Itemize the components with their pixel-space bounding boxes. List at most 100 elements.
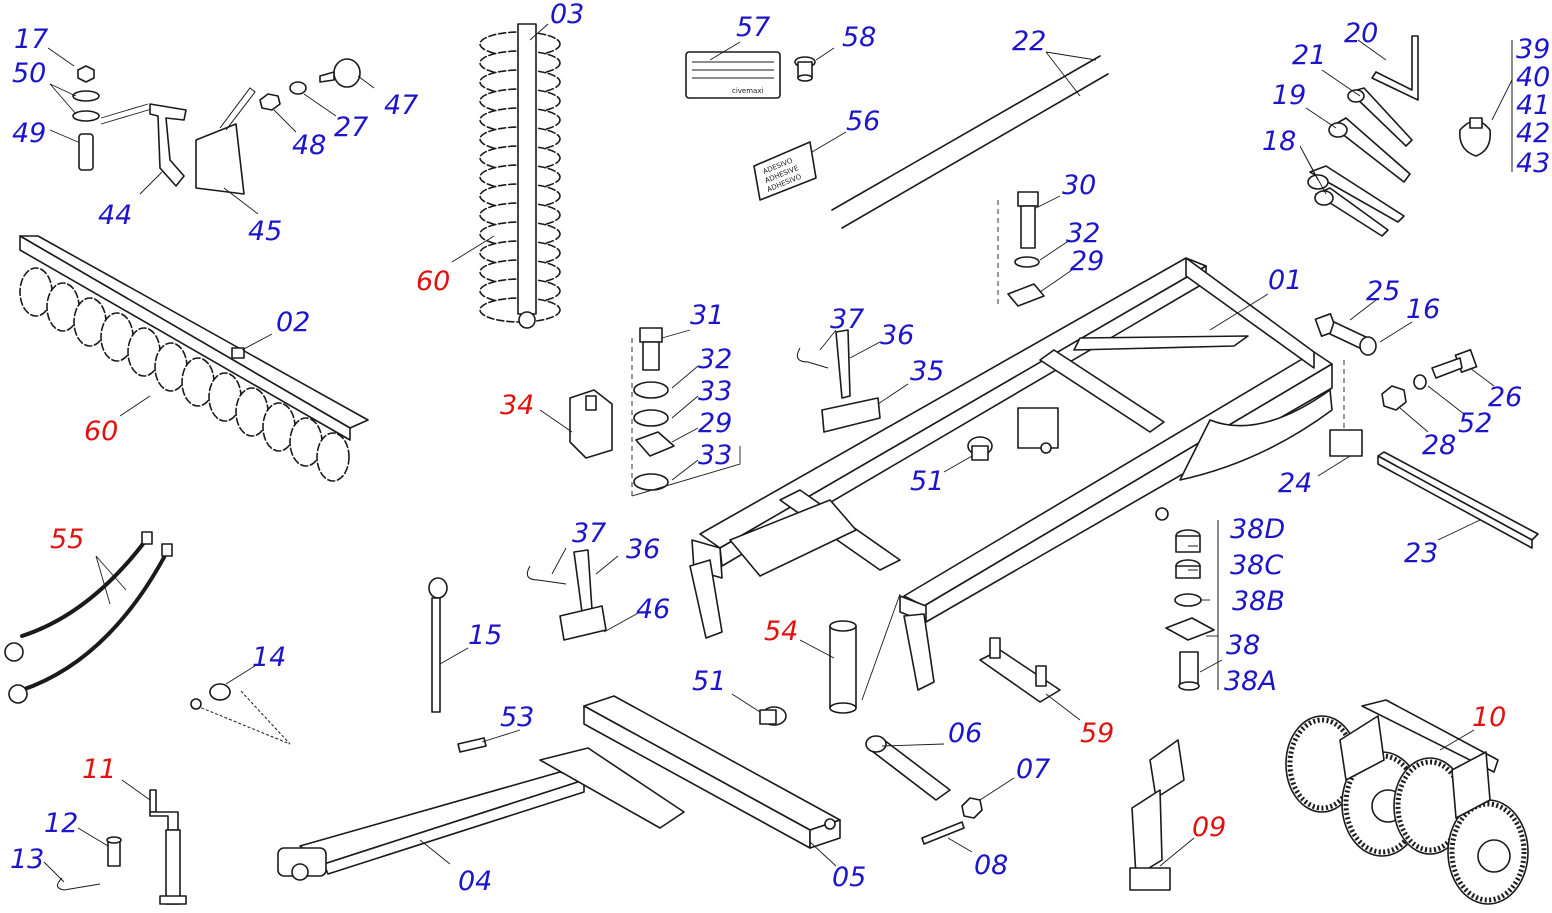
label-26: 26 xyxy=(1488,382,1522,413)
label-18: 18 xyxy=(1262,126,1296,157)
label-32-upper: 32 xyxy=(1066,218,1100,249)
label-58: 58 xyxy=(842,22,876,53)
hydraulic-hoses xyxy=(4,531,173,704)
label-59: 59 xyxy=(1080,718,1114,749)
label-35: 35 xyxy=(910,356,944,387)
label-11: 11 xyxy=(82,754,116,785)
frame-bolt-stack xyxy=(997,191,1045,307)
plate-logo-text: civemaxi xyxy=(732,87,763,95)
nut-washer-bolt-set xyxy=(72,65,156,171)
label-56: 56 xyxy=(846,106,880,137)
label-02: 02 xyxy=(276,307,310,338)
label-48: 48 xyxy=(292,130,326,161)
disc-gang xyxy=(19,235,369,482)
grease-fitting-upper xyxy=(967,436,993,461)
label-30: 30 xyxy=(1062,170,1096,201)
jack-stand xyxy=(57,789,187,905)
label-37-upper: 37 xyxy=(830,304,864,335)
label-36-lower: 36 xyxy=(626,534,660,565)
notched-disc xyxy=(316,432,350,482)
label-52: 52 xyxy=(1458,408,1492,439)
hose-clamp xyxy=(1459,40,1513,172)
label-19: 19 xyxy=(1272,80,1306,111)
wheel-spindle-stack xyxy=(1165,520,1219,691)
leader-lines xyxy=(43,23,1513,883)
part-labels: 01 02 03 04 05 06 07 08 09 10 11 12 13 1… xyxy=(10,0,1550,897)
label-20: 20 xyxy=(1344,18,1378,49)
label-32-lower: 32 xyxy=(698,344,732,375)
label-41: 41 xyxy=(1516,90,1550,121)
label-38b: 38B xyxy=(1232,586,1285,617)
safety-chain xyxy=(190,683,291,745)
adhesive-sticker: ADESIVO ADHESIVE ADHESIVO xyxy=(753,141,817,201)
label-21: 21 xyxy=(1292,40,1326,71)
label-16: 16 xyxy=(1406,294,1440,325)
tine-bracket xyxy=(149,103,187,187)
label-60-roller: 60 xyxy=(416,266,450,297)
label-47: 47 xyxy=(384,90,418,121)
label-38c: 38C xyxy=(1230,550,1283,581)
clamp-plate xyxy=(979,637,1061,703)
axle-shaft-set xyxy=(865,735,983,845)
label-09: 09 xyxy=(1192,812,1226,843)
pins-and-links xyxy=(1307,35,1419,237)
scraper-blade xyxy=(195,87,256,195)
label-24: 24 xyxy=(1278,468,1312,499)
label-60-gang: 60 xyxy=(84,416,118,447)
label-03: 03 xyxy=(550,0,584,30)
label-34: 34 xyxy=(500,390,534,421)
label-53: 53 xyxy=(500,702,534,733)
label-33-lower: 33 xyxy=(698,440,732,471)
label-55: 55 xyxy=(50,524,84,555)
label-29-lower: 29 xyxy=(698,408,732,439)
label-44: 44 xyxy=(98,200,132,231)
label-43: 43 xyxy=(1516,148,1550,179)
grease-fitting-lower xyxy=(759,706,787,726)
label-33-upper: 33 xyxy=(698,376,732,407)
label-29-upper: 29 xyxy=(1070,246,1104,277)
label-10: 10 xyxy=(1472,702,1506,733)
front-crossbeam xyxy=(583,695,841,849)
label-51-frame: 51 xyxy=(910,466,944,497)
label-50: 50 xyxy=(12,58,46,89)
label-05: 05 xyxy=(832,862,866,893)
label-54: 54 xyxy=(764,616,798,647)
label-06: 06 xyxy=(948,718,982,749)
label-25: 25 xyxy=(1366,276,1400,307)
tandem-wheel-assembly xyxy=(1285,699,1529,905)
label-38: 38 xyxy=(1226,630,1260,661)
pivot-bolt xyxy=(1314,313,1377,356)
label-12: 12 xyxy=(44,808,78,839)
label-46: 46 xyxy=(636,594,670,625)
data-plate: civemaxi xyxy=(685,51,781,99)
label-08: 08 xyxy=(974,850,1008,881)
label-28: 28 xyxy=(1422,430,1456,461)
label-40: 40 xyxy=(1516,62,1550,93)
hitch-bolt-stack xyxy=(569,327,675,496)
label-38a: 38A xyxy=(1224,666,1277,697)
locking-pin-upper xyxy=(796,329,881,433)
drawbar xyxy=(277,747,685,881)
main-frame xyxy=(689,257,1333,691)
label-38d: 38D xyxy=(1230,514,1285,545)
label-14: 14 xyxy=(252,642,286,673)
knob-assembly xyxy=(259,58,361,111)
label-04: 04 xyxy=(458,866,492,897)
label-13: 13 xyxy=(10,844,44,875)
label-37-lower: 37 xyxy=(572,518,606,549)
label-51-crossbeam: 51 xyxy=(692,666,726,697)
label-49: 49 xyxy=(12,118,46,149)
label-23: 23 xyxy=(1404,538,1438,569)
disc-roller xyxy=(479,23,561,329)
rivet xyxy=(794,56,816,82)
label-17: 17 xyxy=(14,24,48,55)
hydraulic-cylinder xyxy=(1129,739,1185,891)
label-31: 31 xyxy=(690,300,724,331)
label-36-upper: 36 xyxy=(880,320,914,351)
tie-rods xyxy=(831,55,1109,229)
label-45: 45 xyxy=(248,216,282,247)
label-27: 27 xyxy=(334,112,368,143)
label-01: 01 xyxy=(1268,265,1302,296)
label-42: 42 xyxy=(1516,118,1550,149)
